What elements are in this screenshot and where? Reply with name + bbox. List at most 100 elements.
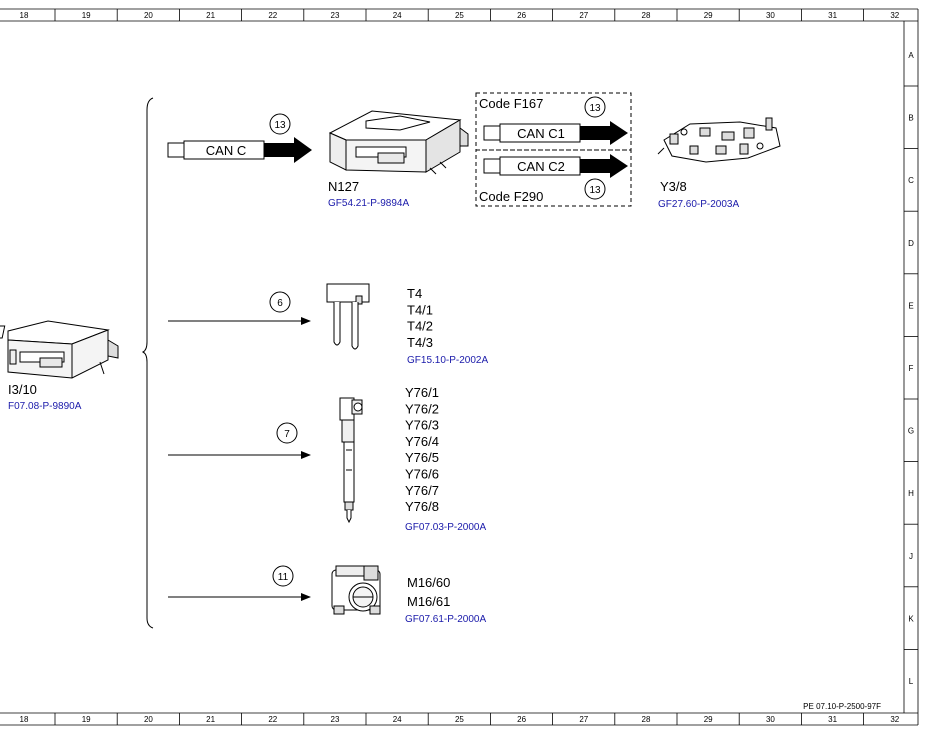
signal-6-number: 6	[277, 298, 283, 309]
throttle-actuator-icon	[331, 565, 381, 615]
ruler-bottom-col-31: 31	[828, 715, 837, 724]
source-unit-ref-link[interactable]: F07.08-P-9890A	[8, 401, 82, 412]
ruler-bottom-col-22: 22	[268, 715, 277, 724]
n127-label: N127	[328, 179, 359, 194]
code-f290-box	[475, 149, 632, 207]
ruler-bottom-col-19: 19	[82, 715, 91, 724]
ruler-top-col-23: 23	[331, 11, 340, 20]
injector-name-7: Y76/8	[405, 499, 439, 514]
ruler-row-K: K	[908, 614, 914, 623]
injector-name-4: Y76/5	[405, 450, 439, 465]
ruler-top-col-21: 21	[206, 11, 215, 20]
signal-13-number-f290: 13	[589, 185, 601, 196]
bracket	[141, 97, 154, 629]
signal-11-number: 11	[278, 572, 289, 583]
ruler-row-D: D	[908, 239, 914, 248]
ruler-top-col-19: 19	[82, 11, 91, 20]
ruler-row-E: E	[908, 301, 913, 310]
ruler-top-col-27: 27	[579, 11, 588, 20]
code-f290-label: Code F290	[479, 189, 543, 204]
ruler-bottom-col-24: 24	[393, 715, 402, 724]
ruler-bottom-col-21: 21	[206, 715, 215, 724]
throttle-name-1: M16/61	[407, 594, 450, 609]
ruler-row-B: B	[908, 114, 913, 123]
signal-13-circle	[269, 113, 291, 135]
throttle-ref-link[interactable]: GF07.61-P-2000A	[405, 614, 486, 625]
injector-name-1: Y76/2	[405, 401, 439, 416]
can-c2-arrow	[483, 154, 628, 178]
ruler-bottom-col-27: 27	[579, 715, 588, 724]
control-unit-i3-10-icon	[0, 320, 119, 379]
ruler-top-col-32: 32	[890, 11, 899, 20]
injector-ref-link[interactable]: GF07.03-P-2000A	[405, 522, 486, 533]
ruler-frame	[0, 8, 919, 726]
ruler-bottom-col-20: 20	[144, 715, 153, 724]
injector-name-2: Y76/3	[405, 418, 439, 433]
ruler-row-H: H	[908, 489, 914, 498]
signal-11-circle	[272, 565, 294, 587]
ruler-row-J: J	[909, 552, 913, 561]
ruler-row-A: A	[908, 51, 914, 60]
ruler-right-ticks: A B C D E F G H J K L	[904, 51, 918, 686]
can-c1-label: CAN C1	[517, 126, 565, 141]
control-unit-n127-icon	[328, 110, 469, 175]
valve-body-y3-8-icon	[657, 117, 781, 163]
signal-13-circle-f167	[584, 96, 606, 118]
ruler-top-col-25: 25	[455, 11, 464, 20]
signal-13-circle-f290	[584, 178, 606, 200]
ruler-top-col-29: 29	[704, 11, 713, 20]
signal-13-number-f167: 13	[589, 103, 601, 114]
glow-plug-name-3: T4/3	[407, 335, 433, 350]
ruler-top-col-30: 30	[766, 11, 775, 20]
source-unit-label: I3/10	[8, 382, 37, 397]
ruler-bottom-col-32: 32	[890, 715, 899, 724]
ruler-row-F: F	[909, 364, 914, 373]
ruler-bottom-col-26: 26	[517, 715, 526, 724]
signal-7-number: 7	[284, 429, 290, 440]
ruler-row-L: L	[909, 677, 914, 686]
glow-plug-name-1: T4/1	[407, 302, 433, 317]
y3-8-ref-link[interactable]: GF27.60-P-2003A	[658, 199, 739, 210]
y3-8-label: Y3/8	[660, 179, 687, 194]
ruler-top-col-31: 31	[828, 11, 837, 20]
injector-name-5: Y76/6	[405, 467, 439, 482]
ruler-row-C: C	[908, 176, 914, 185]
signal-6-circle	[269, 291, 291, 313]
n127-ref-link[interactable]: GF54.21-P-9894A	[328, 198, 409, 209]
signal-13-number: 13	[274, 120, 286, 131]
document-code: PE 07.10-P-2500-97F	[803, 702, 881, 711]
ruler-bottom-col-28: 28	[642, 715, 651, 724]
throttle-name-0: M16/60	[407, 575, 450, 590]
ruler-bottom-col-18: 18	[20, 715, 29, 724]
ruler-bottom-col-29: 29	[704, 715, 713, 724]
ruler-top-col-22: 22	[268, 11, 277, 20]
glow-plug-name-2: T4/2	[407, 319, 433, 334]
ruler-top-col-18: 18	[20, 11, 29, 20]
can-c1-arrow	[483, 121, 628, 145]
code-f167-label: Code F167	[479, 96, 543, 111]
can-c-label: CAN C	[206, 143, 246, 158]
injector-name-3: Y76/4	[405, 434, 439, 449]
injector-name-6: Y76/7	[405, 483, 439, 498]
injector-name-0: Y76/1	[405, 385, 439, 400]
ruler-bottom-col-23: 23	[331, 715, 340, 724]
glow-plug-name-0: T4	[407, 286, 422, 301]
can-c-arrow	[167, 137, 312, 163]
ruler-bottom-col-30: 30	[766, 715, 775, 724]
ruler-bottom-ticks: 18 19 20 21 22 23 24 25 26 27 28 29 30 31 32	[20, 713, 900, 725]
ruler-row-G: G	[908, 427, 914, 436]
ruler-top-col-20: 20	[144, 11, 153, 20]
signal-7-circle	[276, 422, 298, 444]
ruler-top-col-24: 24	[393, 11, 402, 20]
injector-icon	[339, 397, 363, 524]
can-c2-label: CAN C2	[517, 159, 565, 174]
glow-plug-icon	[326, 283, 370, 350]
ruler-bottom-col-25: 25	[455, 715, 464, 724]
glow-ref-link[interactable]: GF15.10-P-2002A	[407, 355, 488, 366]
ruler-top-col-28: 28	[642, 11, 651, 20]
